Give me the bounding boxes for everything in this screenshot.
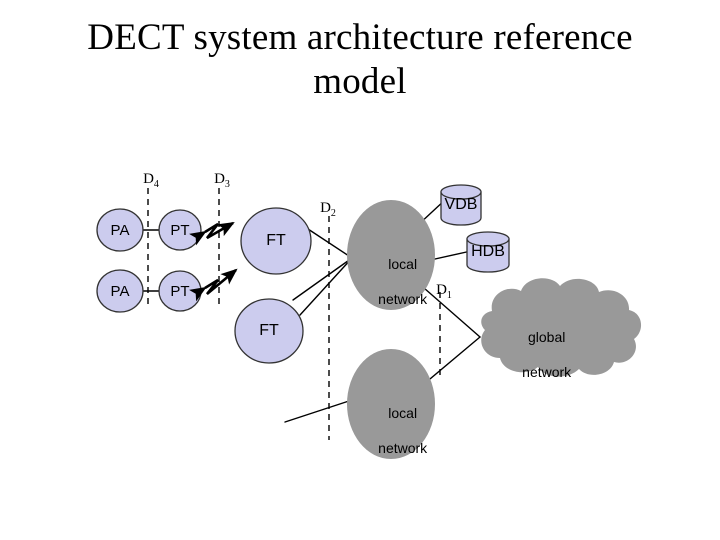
link-ft-top-local-network-top — [307, 228, 353, 259]
page-title: DECT system architecture reference model — [0, 16, 720, 103]
link-ft-bottom-local-network-top — [299, 257, 353, 316]
link-local-network-top-global-network — [423, 287, 481, 338]
pa-top-shape[interactable] — [96, 208, 144, 252]
page-title-line2: model — [313, 60, 407, 102]
hdb-shape[interactable] — [466, 231, 510, 273]
local-network-bottom-shape — [347, 349, 435, 459]
radio-links — [189, 221, 238, 302]
link-local-network-bottom-global-network — [423, 336, 481, 385]
link-local-network-bottom-external-left — [284, 399, 353, 423]
pt-bottom-shape[interactable] — [158, 270, 202, 312]
reference-point-lines — [147, 188, 441, 440]
ft-top-shape[interactable] — [240, 207, 312, 275]
radio-link-top — [189, 221, 235, 246]
radio-link-bottom — [189, 268, 238, 302]
pa-bottom-shape[interactable] — [96, 269, 144, 313]
vdb-shape[interactable] — [440, 184, 482, 226]
ft-bottom-shape[interactable] — [234, 298, 304, 364]
database-shapes — [440, 184, 510, 273]
local-network-shapes — [347, 200, 435, 459]
global-network-shape — [481, 278, 642, 377]
node-shapes — [96, 207, 312, 364]
page-title-line1: DECT system architecture reference — [87, 17, 633, 58]
pt-top-shape[interactable] — [158, 209, 202, 251]
link-ft-top-branch-down — [292, 257, 353, 301]
local-network-top-shape — [347, 200, 435, 310]
